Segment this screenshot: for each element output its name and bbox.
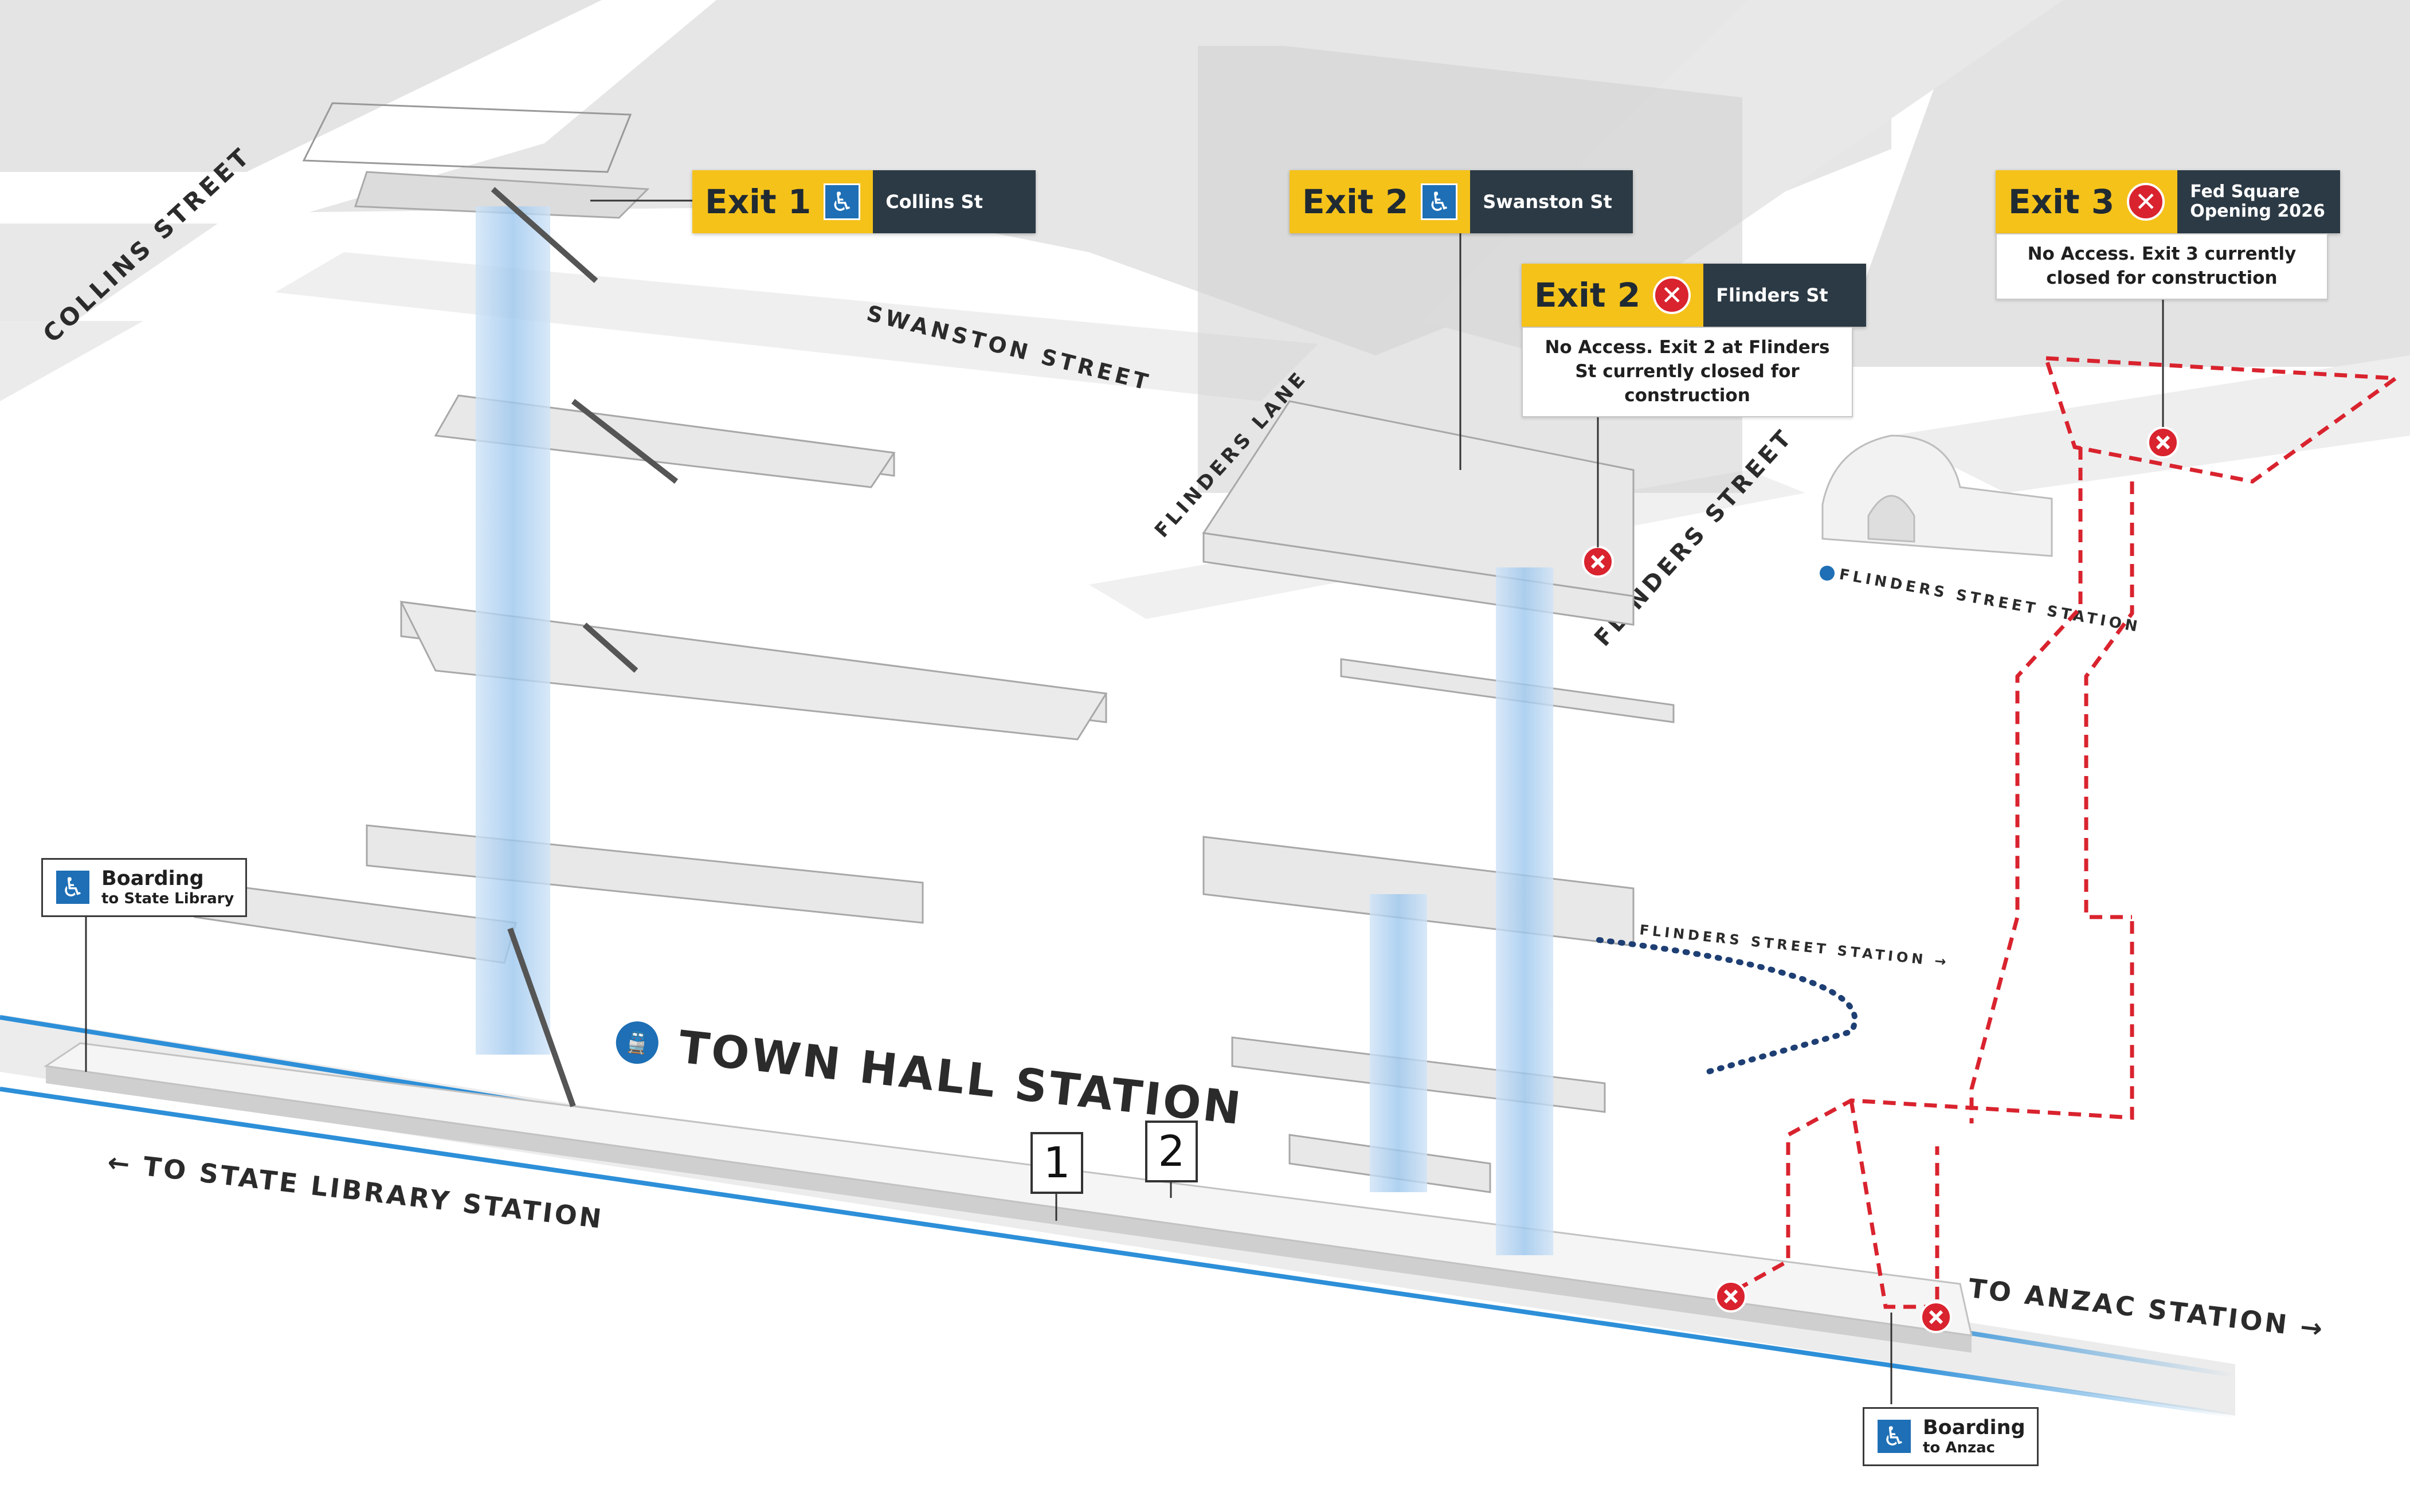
boarding-subtitle: to State Library: [101, 890, 234, 907]
close-icon: ✕: [2127, 183, 2165, 221]
wheelchair-icon: ♿: [1421, 183, 1458, 220]
exit-3-closed-route: [1735, 356, 2402, 1309]
exit-1-number: Exit 1: [705, 182, 812, 221]
exit-2-flinders-street: Flinders St: [1703, 264, 1867, 327]
platform-level: [43, 1042, 1973, 1353]
exit-2-street: Swanston St: [1470, 170, 1633, 233]
closed-markers: [1582, 426, 2179, 1333]
flinders-link-label: FLINDERS STREET STATION →: [1639, 922, 1950, 970]
lift-shaft: [1496, 567, 1553, 1255]
wheelchair-icon: ♿: [54, 869, 91, 906]
exit-2-number: Exit 2: [1302, 182, 1409, 221]
boarding-title: Boarding: [101, 867, 204, 890]
exit-2-swanston-label[interactable]: Exit 2 ♿ Swanston St: [1290, 170, 1633, 233]
lift-shaft: [476, 206, 550, 1055]
lift-shaft: [1370, 894, 1427, 1192]
exit-1-label[interactable]: Exit 1 ♿ Collins St: [692, 170, 1036, 233]
exit-2-closed-note: No Access. Exit 2 at Flinders St current…: [1522, 327, 1853, 417]
close-icon: ✕: [1653, 276, 1691, 314]
exit-1-structure: [194, 102, 1108, 1107]
exit-3-number: Exit 3: [2008, 182, 2115, 221]
wheelchair-icon: ♿: [1876, 1418, 1913, 1455]
exit-2-flinders-number: Exit 2: [1534, 276, 1641, 315]
exit-3-label[interactable]: Exit 3 ✕ Fed Square Opening 2026: [1996, 170, 2341, 233]
platform-1: 1: [1030, 1132, 1083, 1194]
flinders-station-name: FLINDERS STREET STATION: [1838, 566, 2142, 636]
flinders-station-label: FLINDERS STREET STATION: [1820, 566, 2142, 636]
wheelchair-icon: ♿: [824, 183, 861, 220]
train-icon: 🚆: [613, 1019, 661, 1066]
exit-1-street: Collins St: [873, 170, 1036, 233]
exit-3-street: Fed Square Opening 2026: [2177, 170, 2341, 233]
platform-2: 2: [1145, 1121, 1198, 1182]
flinders-station-building: [1821, 434, 2053, 557]
exit-2-flinders-label[interactable]: Exit 2 ✕ Flinders St: [1522, 264, 1867, 327]
exit-3-closed-note: No Access. Exit 3 currently closed for c…: [1996, 233, 2328, 300]
boarding-title: Boarding: [1923, 1416, 2025, 1439]
train-icon: [1820, 566, 1835, 581]
boarding-subtitle: to Anzac: [1923, 1439, 1996, 1456]
